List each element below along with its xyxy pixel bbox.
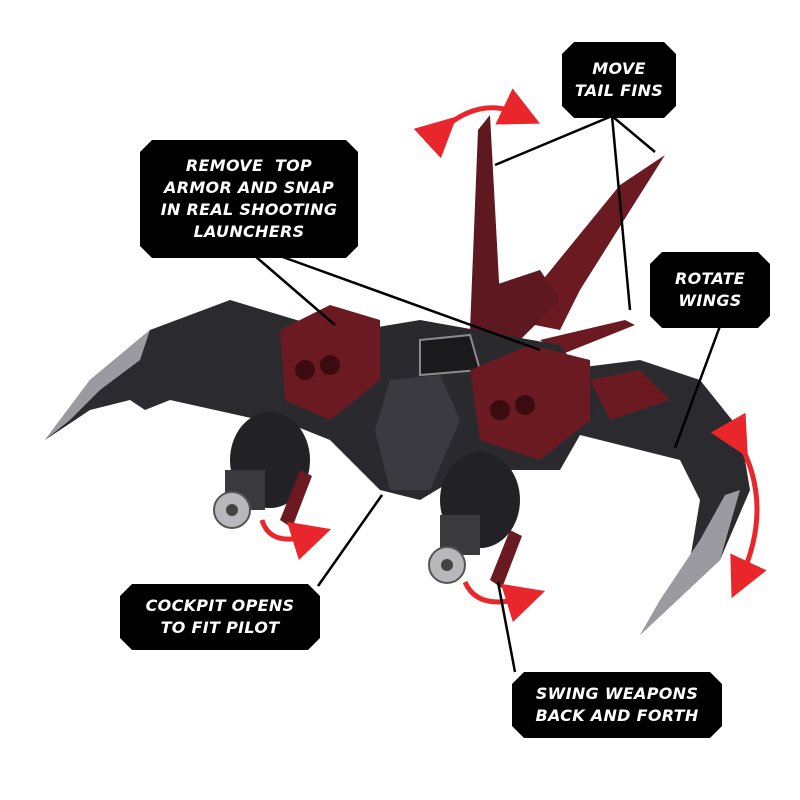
right-armor-pod (470, 345, 590, 460)
callout-text: IN REAL SHOOTING (160, 200, 338, 219)
weapon-arms (280, 470, 522, 588)
callout-cockpit-opens: COCKPIT OPENS TO FIT PILOT (120, 584, 320, 650)
callout-text: WINGS (678, 291, 742, 310)
right-weapon-swing-arrow (462, 580, 546, 623)
callout-leader-lines (254, 114, 722, 673)
callout-text: LAUNCHERS (193, 222, 305, 241)
callout-text: TAIL FINS (574, 81, 664, 100)
callout-text: REMOVE TOP (185, 156, 313, 175)
callout-text: TO FIT PILOT (160, 618, 280, 637)
left-weapon-swing-arrow (259, 519, 332, 561)
callout-swing-weapons: SWING WEAPONS BACK AND FORTH (512, 672, 722, 738)
callout-text: COCKPIT OPENS (145, 596, 295, 615)
callout-text: MOVE (592, 59, 646, 78)
wing-rotate-arrow (710, 412, 767, 599)
callout-text: ARMOR AND SNAP (164, 178, 334, 197)
callout-text: SWING WEAPONS (535, 684, 699, 703)
left-gatling-gun (213, 412, 310, 529)
right-gatling-gun (428, 452, 520, 584)
motion-arrows (259, 88, 767, 623)
callout-rotate-wings: ROTATE WINGS (650, 252, 770, 328)
tail-fins (470, 115, 665, 355)
callout-text: ROTATE (674, 269, 746, 288)
callout-remove-top-armor: REMOVE TOP ARMOR AND SNAP IN REAL SHOOTI… (140, 140, 358, 258)
left-armor-pod (280, 305, 380, 420)
callout-text: BACK AND FORTH (535, 706, 699, 725)
tail-fin-rotate-arrow (413, 88, 541, 159)
callout-move-tail-fins: MOVE TAIL FINS (562, 42, 676, 118)
left-wing (45, 300, 330, 440)
